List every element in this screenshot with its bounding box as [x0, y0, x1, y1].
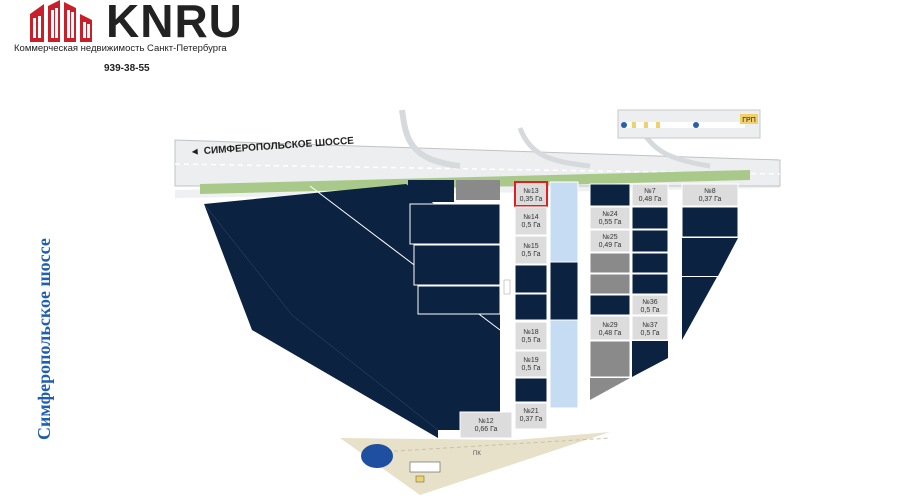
plot-area: 0,5 Га	[522, 222, 541, 229]
plot-e-dark-6	[589, 294, 631, 316]
plot-36-cell[interactable]	[631, 294, 669, 316]
plot-13-cell[interactable]	[514, 181, 548, 207]
plot-number: №13	[523, 188, 538, 195]
plot-15-cell[interactable]	[514, 235, 548, 265]
plot-area: 0,37 Га	[699, 196, 722, 203]
plot-w-3	[413, 244, 501, 286]
road-junction	[399, 109, 461, 169]
plot-area: 0,48 Га	[639, 196, 662, 203]
building-logo-icon	[30, 0, 92, 42]
dark-plot-strip	[549, 261, 579, 321]
brand-name: KNRU	[106, 0, 243, 47]
pond-icon	[361, 444, 393, 468]
plot-number: №36	[642, 299, 657, 306]
plot-number: №15	[523, 243, 538, 250]
plot-c-dark-3	[514, 377, 548, 403]
plot-24-cell[interactable]	[589, 206, 631, 230]
site-plan-map: ◄ СИМФЕРОПОЛЬСКОЕ ШОССЕ ГРП	[174, 109, 781, 495]
plot-area: 0,66 Га	[475, 426, 498, 433]
plot-37-cell[interactable]	[631, 315, 669, 341]
plot-number: №18	[523, 329, 538, 336]
plot-e-grey-4	[590, 378, 630, 400]
plot-west-south	[204, 204, 438, 438]
plot-14-cell[interactable]	[514, 206, 548, 236]
phone-number[interactable]: 939-38-55	[104, 63, 150, 74]
plot-number: №21	[523, 408, 538, 415]
plot-number: №29	[602, 322, 617, 329]
plot-w-2	[409, 203, 501, 245]
plot-e-dark-2	[631, 206, 669, 230]
company-logo[interactable]: KNRU Коммерческая недвижимость Санкт-Пет…	[14, 0, 254, 80]
plot-e-dark-3	[631, 229, 669, 253]
plot-e-grey-2	[589, 273, 631, 295]
parking-marker-icon	[693, 122, 699, 128]
plot-number: №19	[523, 357, 538, 364]
plot-nw-2	[456, 180, 500, 200]
plot-12-cell[interactable]	[459, 411, 513, 439]
light-plot-strip-top	[549, 181, 579, 263]
plot-area: 0,5 Га	[522, 337, 541, 344]
plot-area: 0,37 Га	[520, 416, 543, 423]
road-arrow-icon: ◄	[189, 146, 200, 158]
plot-25-cell[interactable]	[589, 229, 631, 253]
plot-area: 0,48 Га	[599, 330, 622, 337]
bottom-label: ПК	[473, 451, 481, 457]
plot-number: №14	[523, 214, 538, 221]
plot-8-cell[interactable]	[681, 183, 739, 207]
parking-marker-icon	[621, 122, 627, 128]
plot-c-dark-1	[514, 264, 548, 294]
plot-number: №24	[602, 211, 617, 218]
plot-29-cell[interactable]	[589, 315, 631, 341]
plot-e-grey-3	[589, 340, 631, 378]
plot-fe-dark-3	[682, 277, 717, 340]
plot-e-dark-7	[632, 341, 668, 377]
plot-nw-1	[408, 180, 454, 202]
brand-tagline: Коммерческая недвижимость Санкт-Петербур…	[14, 43, 227, 54]
parking-sign: ГРП	[742, 117, 756, 124]
plot-21-cell[interactable]	[514, 402, 548, 430]
plot-fe-dark-1	[681, 206, 739, 238]
south-area	[340, 432, 610, 495]
plot-number: №8	[704, 188, 716, 195]
plot-e-grey-1	[589, 252, 631, 274]
plot-fe-dark-2	[682, 238, 738, 276]
plot-7-cell[interactable]	[631, 183, 669, 207]
plot-number: №12	[478, 418, 493, 425]
side-title: Симферопольское шоссе	[34, 238, 54, 440]
plot-number: №25	[602, 234, 617, 241]
plot-19-cell[interactable]	[514, 350, 548, 378]
plot-number: №7	[644, 188, 656, 195]
plot-area: 0,5 Га	[522, 365, 541, 372]
plot-18-cell[interactable]	[514, 321, 548, 351]
plot-area: 0,5 Га	[522, 251, 541, 258]
light-plot-strip-bottom	[549, 319, 579, 409]
plot-area: 0,49 Га	[599, 242, 622, 249]
plot-number: №37	[642, 322, 657, 329]
plot-area: 0,55 Га	[599, 219, 622, 226]
plot-e-dark-1	[589, 183, 631, 207]
plot-w-4	[417, 285, 501, 315]
plot-c-dark-2	[514, 293, 548, 321]
plot-area: 0,5 Га	[641, 307, 660, 314]
plot-e-dark-4	[631, 252, 669, 274]
plot-area: 0,35 Га	[520, 196, 543, 203]
plot-area: 0,5 Га	[641, 330, 660, 337]
plot-e-dark-5	[631, 273, 669, 295]
